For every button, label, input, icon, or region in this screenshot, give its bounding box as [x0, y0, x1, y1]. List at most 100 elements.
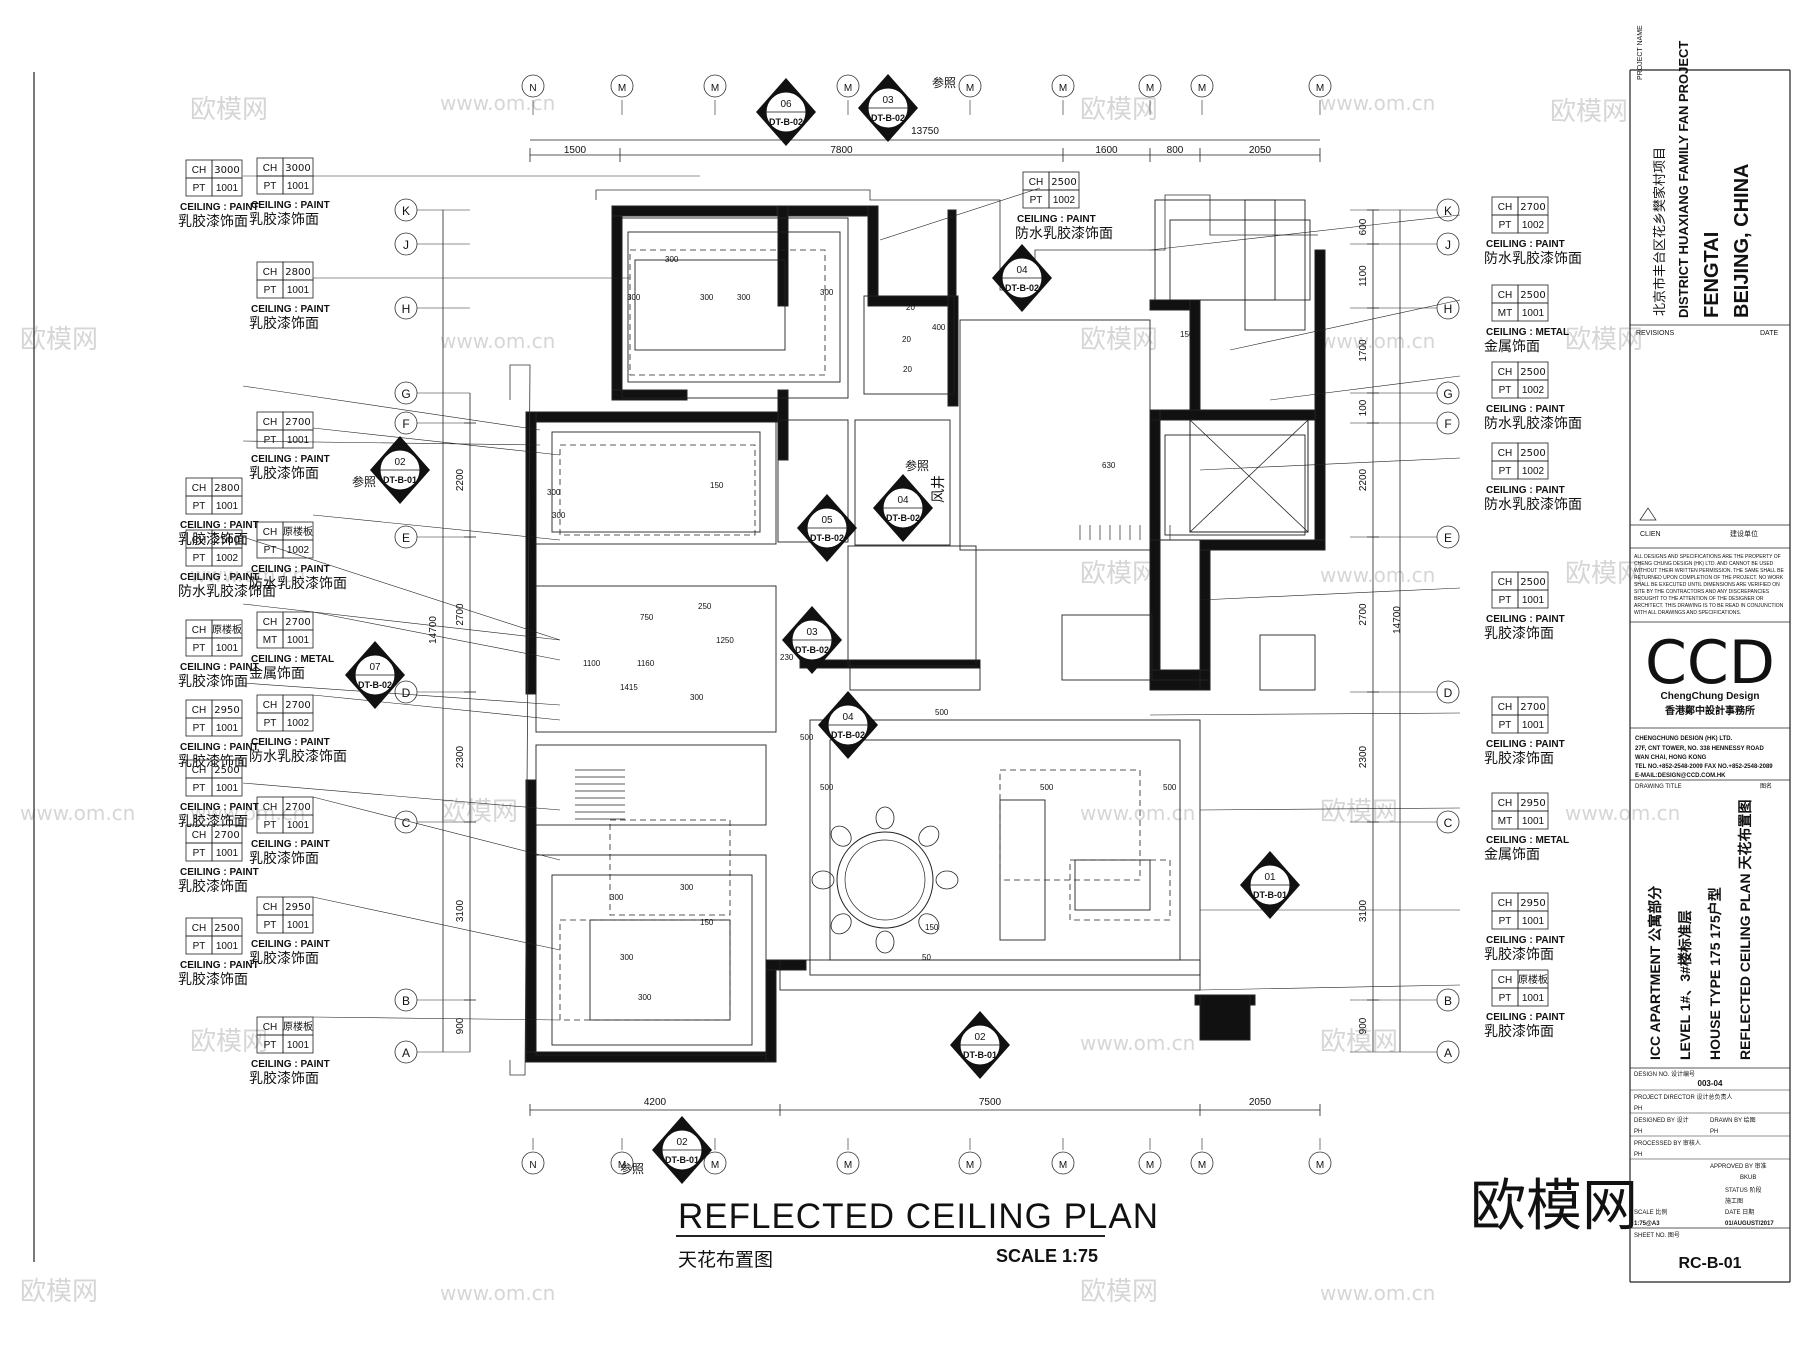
dim-right-label: 1700 [1358, 339, 1369, 362]
dim-top-seg-label: 1500 [564, 145, 587, 156]
tag-ch-value: 2700 [214, 830, 239, 841]
tag-ceiling-type: CEILING : PAINT [1486, 739, 1565, 750]
tag-pt-value-cell [211, 717, 243, 737]
tag-ch-value: 2500 [1520, 367, 1545, 378]
dining-chair [918, 825, 940, 847]
tb-project-director: PROJECT DIRECTOR 设计总负责人 [1634, 1093, 1732, 1101]
tb-dt-line2: LEVEL 1#、3#楼标准层 [1677, 910, 1693, 1060]
watermark-text: 欧模网 [1080, 1277, 1158, 1307]
tb-addr1: 27F, CNT TOWER, NO. 338 HENNESSY ROAD [1635, 746, 1764, 752]
room-outline [621, 217, 849, 399]
tb-date: DATE [1760, 330, 1778, 337]
section-number: 06 [780, 99, 792, 110]
tag-ch-value: 3000 [214, 165, 239, 176]
leader-line [1199, 587, 1461, 601]
dining-table-inner [844, 839, 926, 921]
tag-ceiling-type: CEILING : PAINT [180, 662, 259, 673]
tag-ch-value: 原楼板 [1518, 973, 1548, 986]
section-ref: DT-B-02 [831, 730, 865, 740]
tag-description: 乳胶漆饰面 [178, 878, 248, 895]
tag-ch-key: CH [263, 617, 277, 628]
leader-line [242, 603, 561, 641]
section-ref: DT-B-02 [886, 513, 920, 523]
dim-right-label: 2300 [1358, 745, 1369, 768]
grid-label-right: C [1444, 816, 1453, 830]
tag-ch-value: 2700 [1520, 702, 1545, 713]
tag-ch-key: CH [263, 527, 277, 538]
grid-bubble-bottom [610, 1151, 634, 1175]
leader-line [312, 896, 561, 951]
tag-pt-value-cell [282, 279, 314, 299]
section-number: 03 [882, 95, 894, 106]
grid-bubble-top [703, 74, 727, 98]
watermark-text: 欧模网 [1565, 559, 1643, 589]
watermark-text: 欧模网 [440, 797, 518, 827]
leader-line [242, 682, 561, 706]
title-main: REFLECTED CEILING PLAN [678, 1197, 1159, 1236]
grid-label-left: B [402, 994, 410, 1008]
leader-line [312, 611, 561, 661]
plan-dim-label: 1100 [583, 659, 601, 668]
tag-pt-key: PT [264, 545, 277, 556]
tag-ch-value: 2700 [285, 417, 310, 428]
leader-line [1199, 457, 1461, 471]
tag-pt-value-cell [211, 495, 243, 515]
elevator-x [1189, 419, 1309, 533]
dim-right-label: 100 [1358, 399, 1369, 416]
tag-ch-value: 2800 [214, 483, 239, 494]
tag-ceiling-type: CEILING : PAINT [1486, 1012, 1565, 1023]
grid-label-top: M [966, 83, 974, 94]
section-ref: DT-B-02 [769, 117, 803, 127]
wall [787, 205, 879, 217]
tag-pt-key: PT [193, 183, 206, 194]
tag-description: 乳胶漆饰面 [1484, 750, 1554, 767]
grid-bubble-bottom [1308, 1151, 1332, 1175]
grid-label-right: B [1444, 994, 1452, 1008]
plan-dim-label: 1415 [620, 683, 638, 692]
room-outline [535, 854, 767, 1056]
dining-chair [830, 825, 852, 847]
tag-pt-value: 1002 [1522, 385, 1545, 396]
grid-label-bottom: M [711, 1160, 719, 1171]
tag-description: 防水乳胶漆饰面 [249, 575, 347, 592]
wall [1189, 299, 1201, 411]
tag-ceiling-type: CEILING : PAINT [1017, 214, 1096, 225]
watermark-text: 欧模网 [1565, 325, 1643, 355]
tag-description: 乳胶漆饰面 [178, 813, 248, 830]
dim-top-seg-label: 1600 [1095, 145, 1118, 156]
room-outline [627, 231, 841, 383]
dim-right-label: 3100 [1358, 899, 1369, 922]
tag-pt-value-cell [211, 637, 243, 657]
elevator-box [1189, 419, 1309, 533]
tag-ch-key: CH [1498, 577, 1512, 588]
tag-ceiling-type: CEILING : PAINT [251, 304, 330, 315]
tag-pt-key: PT [1499, 993, 1512, 1004]
title-scale: SCALE 1:75 [996, 1246, 1099, 1266]
tag-description: 乳胶漆饰面 [249, 950, 319, 967]
grid-label-left: C [402, 816, 411, 830]
tag-pt-key: MT [1498, 816, 1512, 827]
tb-addr2: WAN CHAI, HONG KONG [1635, 755, 1707, 761]
section-number: 07 [369, 662, 381, 673]
tag-pt-value-cell [1048, 189, 1080, 209]
tb-project-en: DISTRICT HUAXIANG FAMILY FAN PROJECT [1676, 41, 1691, 318]
watermark-text: 欧模网 [190, 1027, 268, 1057]
leader-line [312, 427, 561, 456]
leader-line [242, 385, 541, 431]
room-outline [1149, 539, 1201, 681]
ceiling-dash-outline [999, 769, 1141, 881]
watermark-text: www.om.cn [1320, 563, 1435, 587]
tag-ceiling-type: CEILING : PAINT [1486, 485, 1565, 496]
tag-ch-value: 2500 [214, 923, 239, 934]
grid-bubble-top [836, 74, 860, 98]
grid-label-left: E [402, 531, 410, 545]
grid-bubble-top [1190, 74, 1214, 98]
